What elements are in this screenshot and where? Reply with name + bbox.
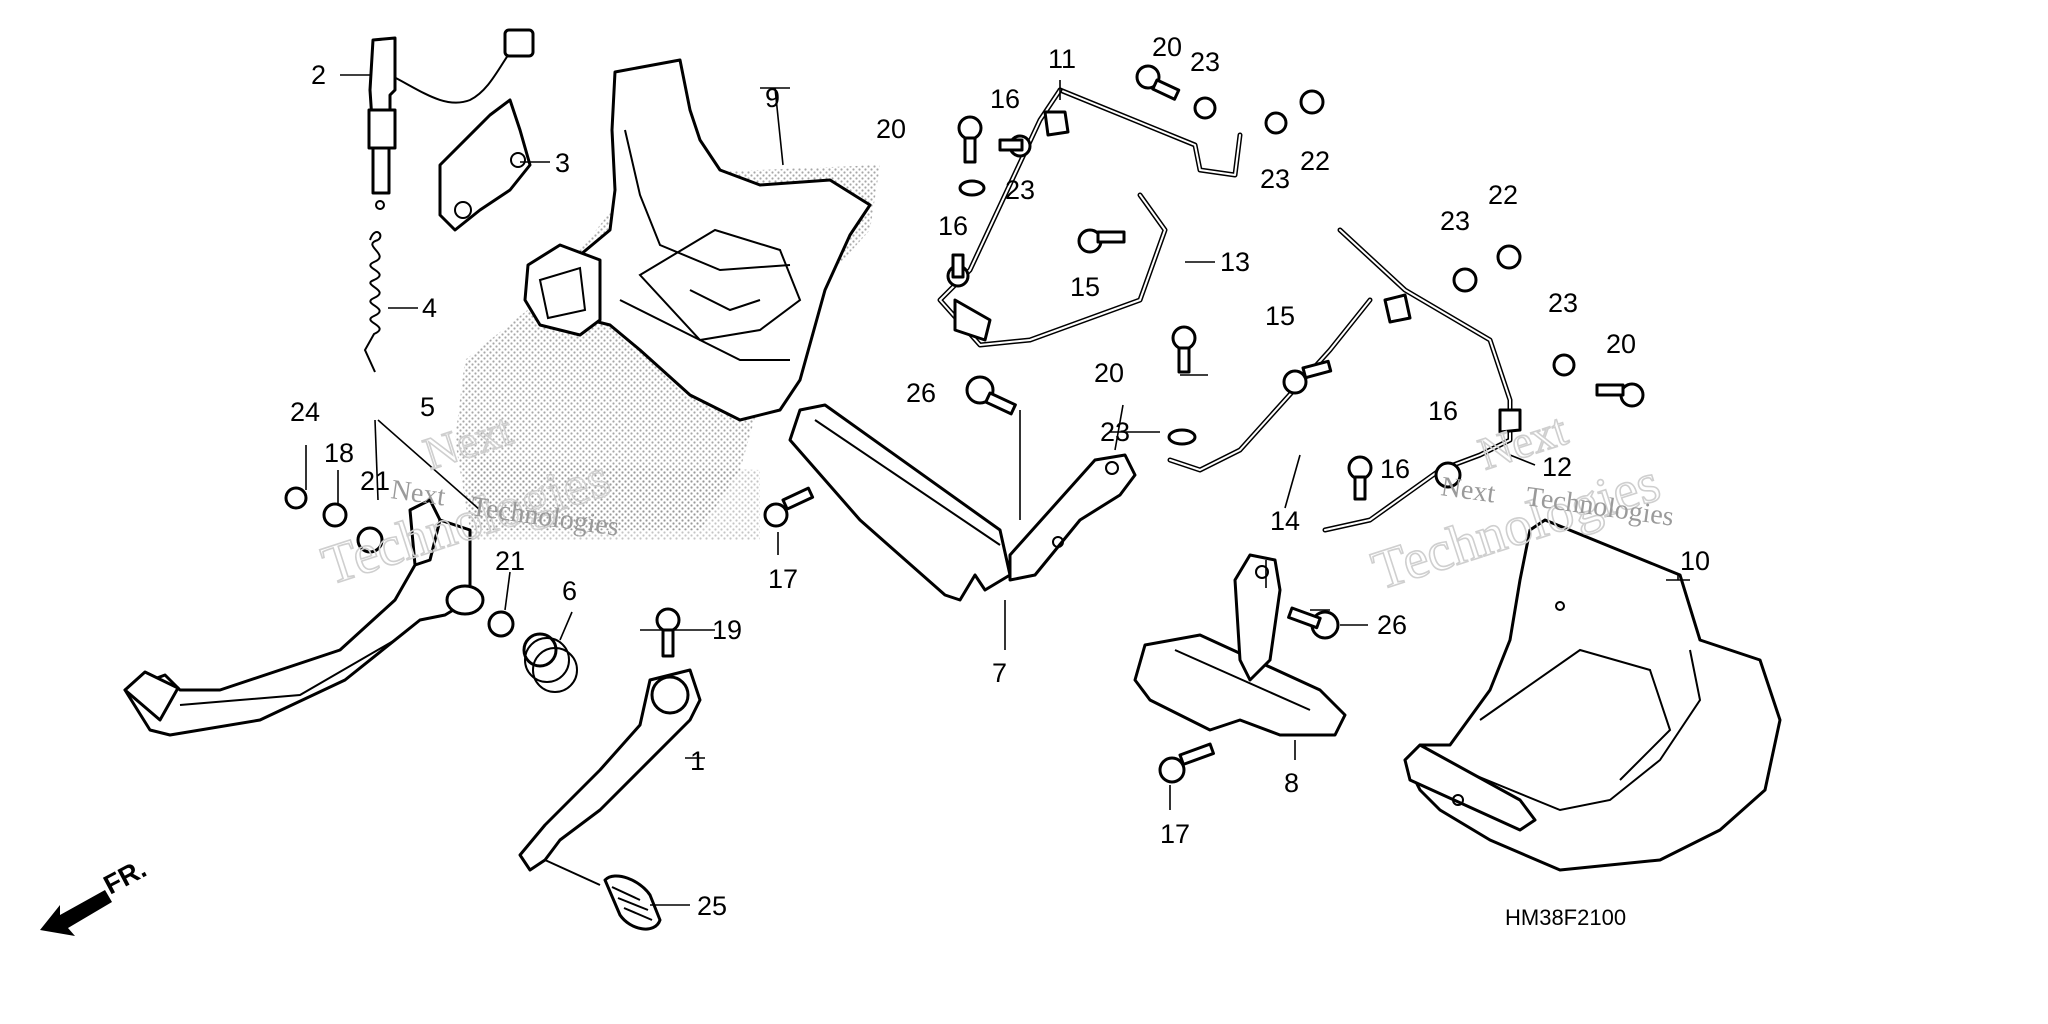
callout-25: 25 <box>697 891 727 921</box>
callout-16-b: 16 <box>938 211 968 241</box>
callouts: 1 2 3 4 5 6 7 8 9 10 11 12 13 14 15 15 1… <box>290 32 1710 921</box>
pedal-rubber[interactable] <box>603 874 662 931</box>
callout-6: 6 <box>562 576 577 606</box>
bracket-wire-right[interactable] <box>937 87 1243 348</box>
callout-26-a: 26 <box>906 378 936 408</box>
callout-20-d: 20 <box>1606 329 1636 359</box>
bolt-26-bottom[interactable] <box>1287 606 1340 640</box>
callout-13: 13 <box>1220 247 1250 277</box>
bracket-wire-left[interactable] <box>1167 227 1522 533</box>
bolt-17-right[interactable] <box>1158 742 1215 784</box>
callout-4: 4 <box>422 293 437 323</box>
leader-lines <box>305 74 1690 906</box>
callout-23-c: 23 <box>1260 164 1290 194</box>
callout-16-d: 16 <box>1428 396 1458 426</box>
callout-7: 7 <box>992 658 1007 688</box>
bolt-20-b[interactable] <box>1135 64 1181 101</box>
stop-switch[interactable] <box>367 28 535 210</box>
watermark-small-1-left: Next <box>389 474 447 512</box>
callout-17-b: 17 <box>1160 819 1190 849</box>
mud-guard-upper[interactable] <box>523 58 872 422</box>
bolt-17-left[interactable] <box>763 486 815 528</box>
nut-21[interactable] <box>356 526 515 638</box>
callout-12: 12 <box>1542 452 1572 482</box>
bolt-15-a[interactable] <box>1077 228 1126 254</box>
callout-22-a: 22 <box>1300 146 1330 176</box>
callout-9: 9 <box>765 83 780 113</box>
callout-26-b: 26 <box>1377 610 1407 640</box>
callout-15-b: 15 <box>1265 301 1295 331</box>
callout-8: 8 <box>1284 768 1299 798</box>
bolt-26-top[interactable] <box>965 375 1017 416</box>
bolt-16-b[interactable] <box>946 253 970 288</box>
callout-10: 10 <box>1680 546 1710 576</box>
callout-2: 2 <box>311 60 326 90</box>
callout-24: 24 <box>290 397 320 427</box>
bolt-16-a[interactable] <box>998 134 1032 158</box>
callout-3: 3 <box>555 148 570 178</box>
washer-23-c[interactable] <box>1264 111 1288 135</box>
bolt-15-b[interactable] <box>1282 359 1333 395</box>
callout-1: 1 <box>690 746 705 776</box>
callout-15-a: 15 <box>1070 272 1100 302</box>
hardware <box>284 64 1645 784</box>
spring-6[interactable] <box>522 632 578 693</box>
diagram-code: HM38F2100 <box>1505 905 1626 930</box>
callout-23-e: 23 <box>1548 288 1578 318</box>
footpeg-left[interactable] <box>1133 553 1347 737</box>
callout-19: 19 <box>712 615 742 645</box>
callout-11: 11 <box>1048 44 1076 74</box>
callout-23-b: 23 <box>1190 47 1220 77</box>
callout-20-c: 20 <box>1094 358 1124 388</box>
bolt-19[interactable] <box>655 607 681 658</box>
footpeg-right[interactable] <box>788 403 1137 602</box>
switch-bracket[interactable] <box>438 98 532 232</box>
callout-14: 14 <box>1270 506 1300 536</box>
bolt-20-c[interactable] <box>1595 382 1645 408</box>
washer-23-b[interactable] <box>1193 96 1217 120</box>
washer-18[interactable] <box>322 502 348 528</box>
callout-16-c: 16 <box>1380 454 1410 484</box>
change-pedal[interactable] <box>518 668 702 886</box>
callout-21-a: 21 <box>360 466 390 496</box>
nut-16-d[interactable] <box>1434 461 1462 489</box>
callout-23-f: 23 <box>1100 417 1130 447</box>
callout-20-a: 20 <box>876 114 906 144</box>
washer-24[interactable] <box>284 486 308 510</box>
bolt-20-d[interactable] <box>1171 325 1197 374</box>
nut-22-a[interactable] <box>1299 89 1325 115</box>
washer-23-d[interactable] <box>1452 267 1478 293</box>
callout-22-b: 22 <box>1488 180 1518 210</box>
bolt-20-a[interactable] <box>957 115 983 164</box>
callout-17-a: 17 <box>768 564 798 594</box>
callout-20-b: 20 <box>1152 32 1182 62</box>
mud-guard-lower[interactable] <box>1403 518 1782 872</box>
callout-21-b: 21 <box>495 546 525 576</box>
watermark-small-1-right: Next <box>1439 471 1497 509</box>
callout-23-a: 23 <box>1005 175 1035 205</box>
nut-22-b[interactable] <box>1496 244 1522 270</box>
callout-18: 18 <box>324 438 354 468</box>
callout-23-d: 23 <box>1440 206 1470 236</box>
washer-23-a[interactable] <box>958 179 986 197</box>
washer-23-f[interactable] <box>1167 428 1197 446</box>
front-direction-arrow: FR. <box>40 853 151 936</box>
bolt-16-c[interactable] <box>1347 455 1373 501</box>
washer-23-e[interactable] <box>1552 353 1576 377</box>
return-spring[interactable] <box>363 231 382 373</box>
callout-16-a: 16 <box>990 84 1020 114</box>
callout-5: 5 <box>420 392 435 422</box>
brake-pedal[interactable] <box>123 498 485 737</box>
